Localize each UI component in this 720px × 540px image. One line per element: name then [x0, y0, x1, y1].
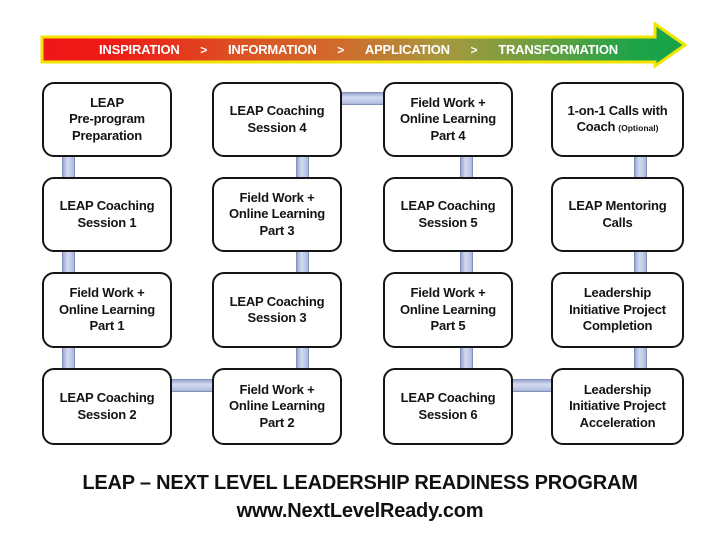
flow-box-line: Part 4 [430, 127, 466, 143]
flow-box-line: Field Work + [410, 285, 486, 301]
chevron-separator-icon: > [200, 42, 208, 57]
flow-box-line: Calls [602, 214, 633, 230]
phase-label-application: APPLICATION [364, 42, 450, 57]
flow-box-line: Online Learning [59, 301, 155, 317]
flow-box-line: Completion [582, 318, 653, 334]
flow-box-line: Session 2 [77, 406, 137, 422]
flow-box-line: Session 4 [247, 119, 307, 135]
phase-label-transformation: TRANSFORMATION [498, 42, 618, 57]
flow-box-one-on-one-calls-with-coach: 1-on-1 Calls with Coach(Optional) [551, 82, 684, 157]
connector-session4-part4 [338, 92, 387, 105]
flow-box-leap-coaching-session-1: LEAP Coaching Session 1 [42, 177, 172, 252]
flow-box-line: Part 1 [89, 318, 125, 334]
flow-box-line: Part 2 [259, 414, 295, 430]
right-arrow-icon [40, 22, 688, 69]
flow-box-line-main: Coach [576, 119, 616, 134]
chevron-separator-icon: > [337, 42, 345, 57]
flow-box-field-work-online-learning-part-4: Field Work + Online Learning Part 4 [383, 82, 513, 157]
flow-box-line: Online Learning [400, 301, 496, 317]
flow-box-line: Session 6 [418, 406, 478, 422]
flow-box-line: Session 5 [418, 214, 478, 230]
flow-box-line: Field Work + [410, 94, 486, 110]
flow-box-field-work-online-learning-part-3: Field Work + Online Learning Part 3 [212, 177, 342, 252]
phase-label-inspiration: INSPIRATION [99, 42, 180, 57]
flow-box-leap-coaching-session-6: LEAP Coaching Session 6 [383, 368, 513, 445]
flow-box-leap-pre-program-preparation: LEAP Pre-program Preparation [42, 82, 172, 157]
flow-box-line: Acceleration [579, 414, 656, 430]
connector-session6-acceleration [509, 379, 555, 392]
flow-box-line: LEAP Coaching [59, 390, 155, 405]
flow-box-line: Preparation [71, 127, 143, 143]
flow-box-field-work-online-learning-part-5: Field Work + Online Learning Part 5 [383, 272, 513, 348]
flow-box-line: Leadership [583, 285, 652, 301]
flow-box-line: LEAP Coaching [400, 390, 496, 405]
flow-box-line: Online Learning [400, 111, 496, 127]
phase-arrow-banner: INSPIRATION > INFORMATION > APPLICATION … [40, 22, 688, 70]
flow-box-line: Online Learning [229, 398, 325, 414]
flow-box-line: LEAP Coaching [59, 198, 155, 213]
flow-box-line: Initiative Project [569, 398, 666, 414]
website-url: www.NextLevelReady.com [236, 500, 484, 522]
phase-label-information: INFORMATION [227, 42, 317, 57]
flow-box-line: Session 3 [247, 310, 307, 325]
flow-box-line: LEAP Coaching [229, 103, 325, 118]
flow-box-line: Session 1 [77, 214, 137, 230]
flow-box-leap-coaching-session-3: LEAP Coaching Session 3 [212, 272, 342, 348]
flow-box-line: Online Learning [229, 206, 325, 222]
flow-box-field-work-online-learning-part-1: Field Work + Online Learning Part 1 [42, 272, 172, 348]
flow-box-line: Part 3 [259, 222, 295, 238]
flow-box-line: LEAP [90, 94, 124, 110]
flow-box-line: Leadership [583, 381, 652, 397]
flow-box-line: Initiative Project [569, 301, 666, 317]
flow-box-field-work-online-learning-part-2: Field Work + Online Learning Part 2 [212, 368, 342, 445]
flow-box-line: LEAP Coaching [229, 293, 325, 309]
flow-box-leap-mentoring-calls: LEAP Mentoring Calls [551, 177, 684, 252]
flow-box-line: Pre-program [69, 111, 145, 127]
flow-box-line: Coach(Optional) [577, 119, 659, 137]
connector-session2-part2 [168, 379, 216, 392]
flow-box-leap-coaching-session-4: LEAP Coaching Session 4 [212, 82, 342, 157]
flow-box-leap-coaching-session-2: LEAP Coaching Session 2 [42, 368, 172, 445]
flow-box-line: Field Work + [69, 285, 145, 301]
optional-note: (Optional) [618, 123, 659, 133]
program-title: LEAP – NEXT LEVEL LEADERSHIP READINESS P… [82, 472, 638, 494]
flow-box-line: Part 5 [430, 318, 466, 334]
slide-footer: LEAP – NEXT LEVEL LEADERSHIP READINESS P… [0, 469, 720, 525]
flow-box-leap-coaching-session-5: LEAP Coaching Session 5 [383, 177, 513, 252]
chevron-separator-icon: > [470, 42, 478, 57]
phase-labels-row: INSPIRATION > INFORMATION > APPLICATION … [99, 37, 618, 62]
flow-box-line: LEAP Coaching [400, 198, 496, 213]
flow-box-leadership-initiative-project-acceleration: Leadership Initiative Project Accelerati… [551, 368, 684, 445]
flow-box-line: Field Work + [239, 189, 315, 205]
flow-box-line: LEAP Mentoring [568, 198, 667, 213]
flow-box-line: Field Work + [239, 381, 315, 397]
flow-box-leadership-initiative-project-completion: Leadership Initiative Project Completion [551, 272, 684, 348]
flow-box-line: 1-on-1 Calls with [567, 102, 668, 118]
